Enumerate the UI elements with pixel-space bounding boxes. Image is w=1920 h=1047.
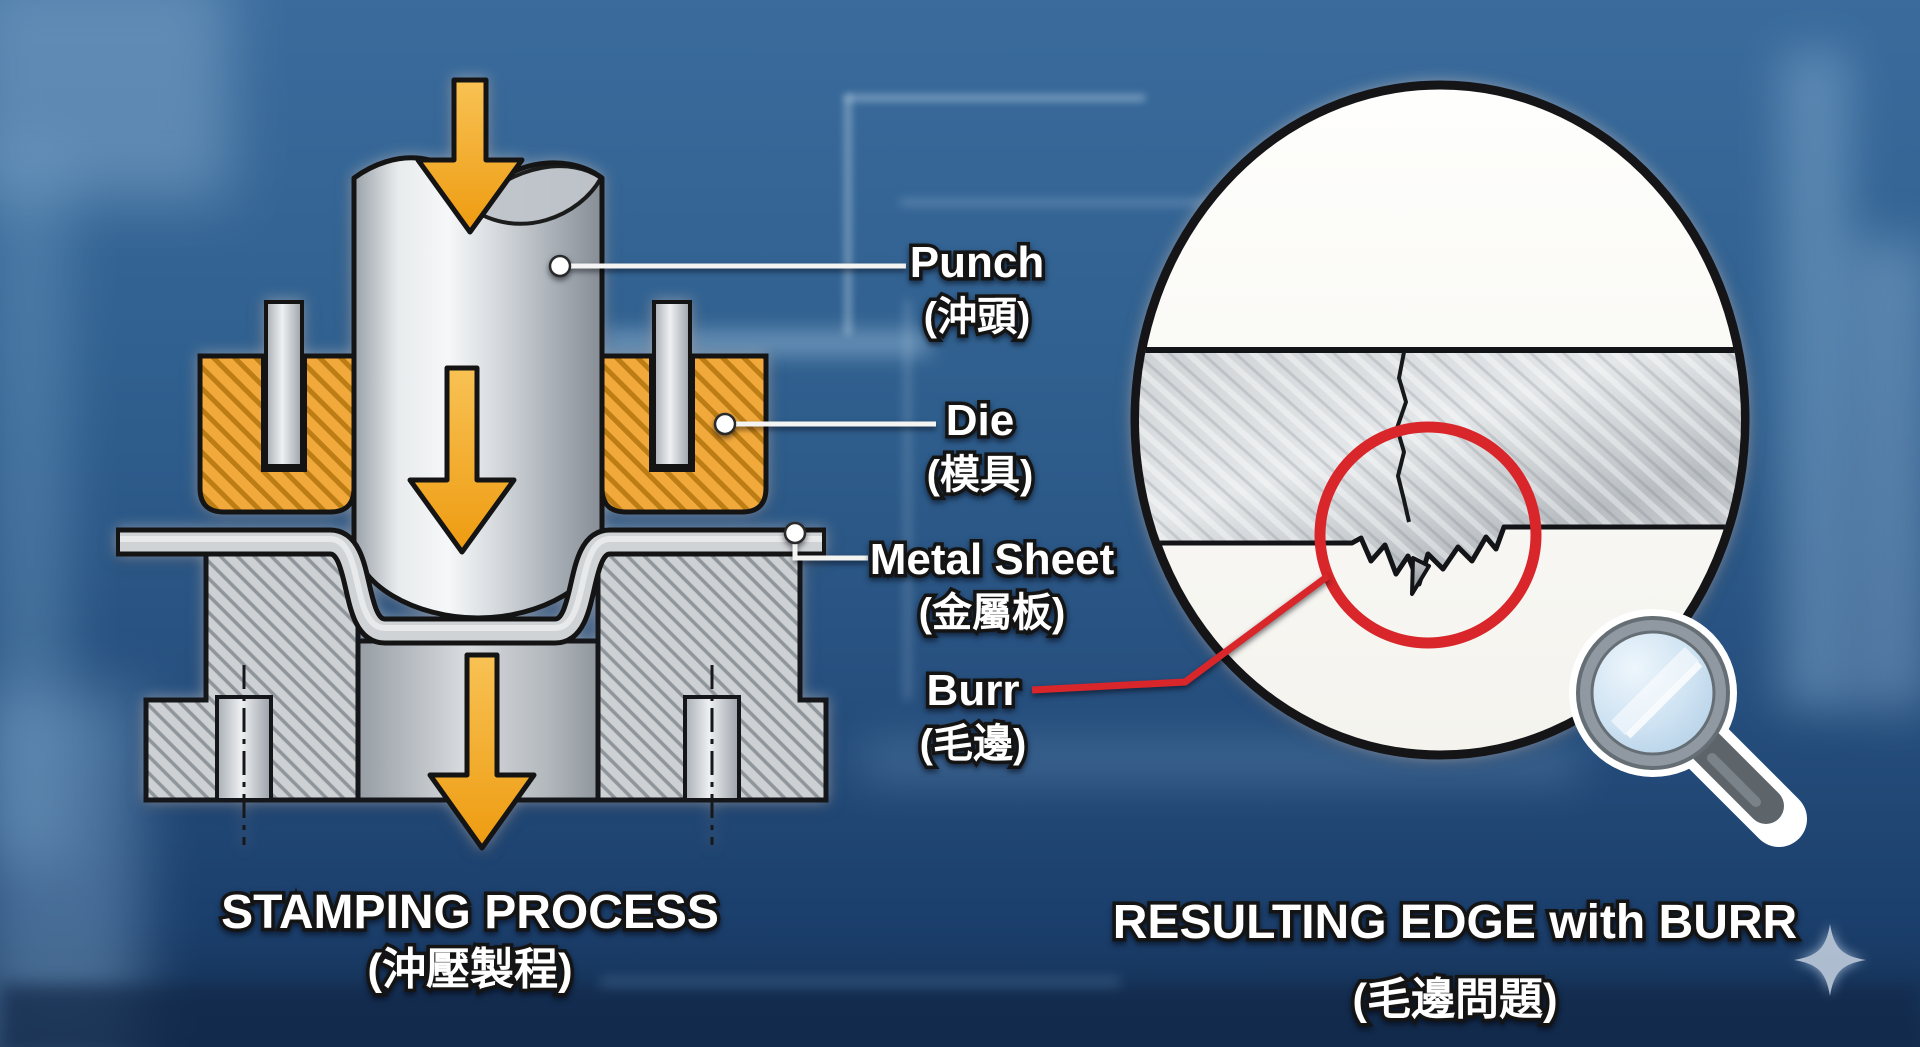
right-title: RESULTING EDGE with BURR bbox=[1113, 896, 1797, 949]
burr-spike bbox=[1410, 556, 1431, 596]
sparkle-icon bbox=[1794, 924, 1866, 996]
metal-sheet-label: Metal Sheet bbox=[870, 535, 1115, 584]
lower-die bbox=[143, 549, 829, 845]
burr-label-zh: (毛邊) bbox=[920, 722, 1027, 766]
punch-label: Punch bbox=[910, 238, 1044, 287]
crack-line bbox=[1395, 351, 1411, 523]
guide-pin-top-left bbox=[264, 300, 304, 468]
right-subtitle: (毛邊問題) bbox=[1352, 975, 1557, 1024]
metal-sheet-leader-dot bbox=[783, 521, 807, 545]
guide-pin-top-right bbox=[652, 300, 692, 468]
left-title: STAMPING PROCESS bbox=[221, 886, 719, 939]
callout-leaders bbox=[548, 254, 1331, 694]
punch-label-zh: (沖頭) bbox=[924, 295, 1031, 339]
die-label-zh: (模具) bbox=[927, 453, 1034, 497]
left-subtitle: (沖壓製程) bbox=[367, 945, 572, 994]
force-arrows bbox=[407, 77, 537, 851]
magnifier-icon bbox=[1569, 609, 1807, 847]
metal-sheet-label-zh: (金屬板) bbox=[919, 590, 1066, 635]
die-label: Die bbox=[946, 396, 1014, 445]
metal-sheet bbox=[116, 527, 826, 646]
burr-label: Burr bbox=[927, 666, 1020, 715]
stamping-diagram bbox=[116, 77, 829, 851]
burr-leader-line bbox=[1031, 573, 1331, 694]
force-arrow-top bbox=[415, 77, 525, 235]
magnified-view bbox=[1130, 80, 1750, 760]
burr-highlight-circle bbox=[1314, 421, 1542, 649]
upper-die bbox=[197, 300, 769, 515]
force-arrow-middle bbox=[407, 365, 517, 555]
force-arrow-bottom bbox=[427, 652, 537, 851]
die-leader-dot bbox=[713, 412, 737, 436]
punch-leader-dot bbox=[548, 254, 572, 278]
punch-top-face bbox=[466, 164, 604, 226]
